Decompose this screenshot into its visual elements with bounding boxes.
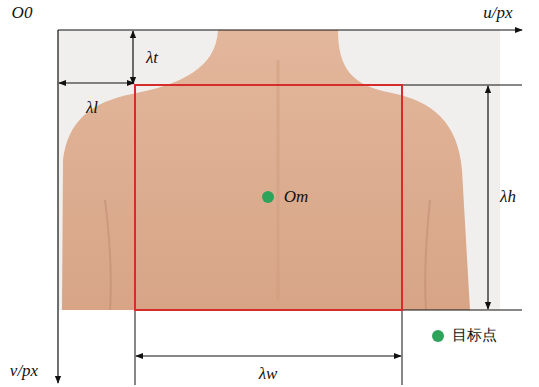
spine-shade xyxy=(277,60,280,300)
extension-line xyxy=(135,311,136,385)
height-dimension xyxy=(487,86,488,309)
origin-label: O0 xyxy=(12,4,33,23)
left-offset-dimension xyxy=(59,82,134,83)
v-axis xyxy=(57,30,58,383)
right-armpit-shade xyxy=(425,200,430,310)
width-dimension xyxy=(136,355,401,356)
legend-text: 目标点 xyxy=(452,326,497,345)
bounding-box xyxy=(135,85,402,310)
dimension-label: λw xyxy=(259,365,278,384)
extension-line xyxy=(403,310,522,311)
dimension-label: λt xyxy=(146,49,158,68)
extension-line xyxy=(403,85,522,86)
dimension-label: λh xyxy=(500,188,516,207)
axis-label: u/px xyxy=(483,4,512,23)
dimension-label: λl xyxy=(86,99,98,118)
photo-ground xyxy=(58,30,500,310)
top-offset-dimension xyxy=(132,31,133,84)
back-silhouette xyxy=(62,30,470,310)
extension-line xyxy=(402,311,403,385)
target-point xyxy=(262,191,274,203)
left-armpit-shade xyxy=(105,200,111,310)
axis-label: v/px xyxy=(10,362,38,381)
legend-entry: 目标点 xyxy=(432,326,497,345)
legend-swatch xyxy=(432,330,444,342)
point-label: Om xyxy=(284,188,309,207)
u-axis xyxy=(58,29,522,30)
